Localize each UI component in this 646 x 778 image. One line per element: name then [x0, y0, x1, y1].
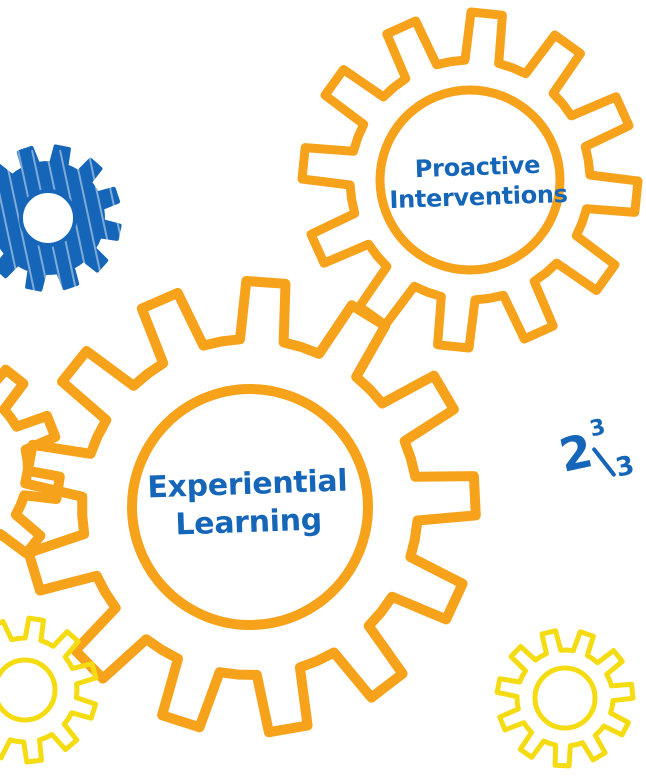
blue-gear: [0, 144, 147, 292]
proactive-gear-outline: [297, 7, 643, 353]
fraction-numerator: 3: [587, 414, 608, 443]
proactive-interventions-label: Proactive Interventions: [388, 149, 568, 215]
blue-gear-hub: [19, 189, 77, 247]
blue-gear-hatch: [0, 191, 21, 291]
experiential-gear: [20, 276, 481, 738]
blue-gear-hatch: [87, 149, 119, 291]
yellow-gear-left: [0, 615, 99, 765]
yellow-gear-left-hub: [0, 657, 58, 723]
proactive-line2: Interventions: [388, 179, 569, 215]
blue-gear-hatch: [3, 149, 35, 291]
experiential-learning-label: Experiential Learning: [147, 463, 350, 546]
proactive-gear: [297, 7, 643, 353]
mixed-number-doodle: 2 3 3: [555, 414, 646, 508]
yellow-gear-right: [494, 628, 636, 769]
fraction-denominator: 3: [613, 450, 638, 484]
experiential-line2: Learning: [174, 502, 323, 543]
yellow-gear-right-hub: [532, 665, 598, 731]
yellow-gear-right-outline: [494, 628, 636, 769]
experiential-gear-hub: [127, 384, 373, 630]
blue-gear-hatch: [101, 149, 133, 291]
yellow-gear-left-outline: [0, 615, 99, 765]
proactive-gear-hub: [375, 85, 565, 275]
experiential-gear-outline: [20, 276, 481, 738]
blue-gear-hatch: [115, 149, 147, 291]
blue-gear-hatch: [73, 149, 105, 291]
